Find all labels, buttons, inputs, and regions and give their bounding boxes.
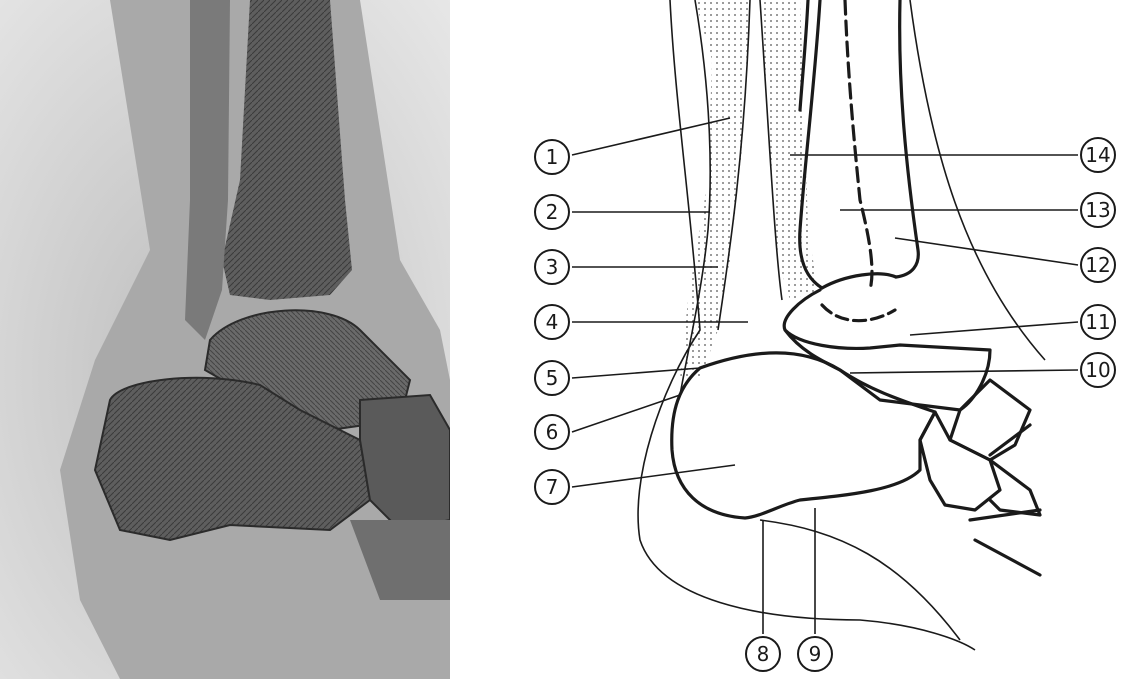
svg-text:9: 9 <box>809 642 822 666</box>
callout-1: 1 <box>535 140 569 174</box>
callout-14: 14 <box>1081 138 1115 172</box>
svg-text:8: 8 <box>757 642 770 666</box>
leader-11 <box>910 322 1078 335</box>
talus-dome-dashed <box>822 305 895 321</box>
callout-7: 7 <box>535 470 569 504</box>
tibial-plafond <box>822 274 896 288</box>
svg-text:6: 6 <box>546 420 559 444</box>
svg-text:13: 13 <box>1085 198 1110 222</box>
fibula-dashed-outline <box>845 0 872 290</box>
svg-text:4: 4 <box>546 310 559 334</box>
svg-text:11: 11 <box>1085 310 1110 334</box>
callout-10: 10 <box>1081 353 1115 387</box>
svg-text:7: 7 <box>546 475 559 499</box>
svg-text:12: 12 <box>1085 253 1110 277</box>
svg-text:3: 3 <box>546 255 559 279</box>
metatarsal-line-2 <box>975 540 1040 575</box>
callout-2: 2 <box>535 195 569 229</box>
leader-1 <box>572 118 730 155</box>
callout-11: 11 <box>1081 305 1115 339</box>
callout-12: 12 <box>1081 248 1115 282</box>
plantar-line <box>760 520 960 640</box>
callout-4: 4 <box>535 305 569 339</box>
callout-6: 6 <box>535 415 569 449</box>
callout-8: 8 <box>746 637 780 671</box>
ankle-line-diagram: 1 2 3 4 5 6 7 8 9 10 11 12 13 14 <box>450 0 1134 679</box>
stippled-tendon-region <box>680 0 750 380</box>
svg-text:1: 1 <box>546 145 559 169</box>
callout-9: 9 <box>798 637 832 671</box>
svg-text:2: 2 <box>546 200 559 224</box>
calcaneus-outline <box>672 353 935 518</box>
svg-text:5: 5 <box>546 366 559 390</box>
cuboid-outline <box>920 412 1000 510</box>
talus-outline <box>784 290 990 410</box>
leader-10 <box>850 370 1078 373</box>
ankle-radiograph <box>0 0 450 679</box>
svg-text:14: 14 <box>1085 143 1110 167</box>
callout-13: 13 <box>1081 193 1115 227</box>
leader-6 <box>572 395 680 432</box>
leader-12 <box>895 238 1078 265</box>
callout-3: 3 <box>535 250 569 284</box>
stippled-fat-region <box>760 0 818 300</box>
leader-7 <box>572 465 735 487</box>
joint-line <box>990 425 1030 455</box>
tibia-anterior-cortex <box>896 0 918 277</box>
anterior-skin-line <box>910 0 1045 360</box>
callout-5: 5 <box>535 361 569 395</box>
svg-text:10: 10 <box>1085 358 1110 382</box>
navicular-outline <box>950 380 1030 460</box>
